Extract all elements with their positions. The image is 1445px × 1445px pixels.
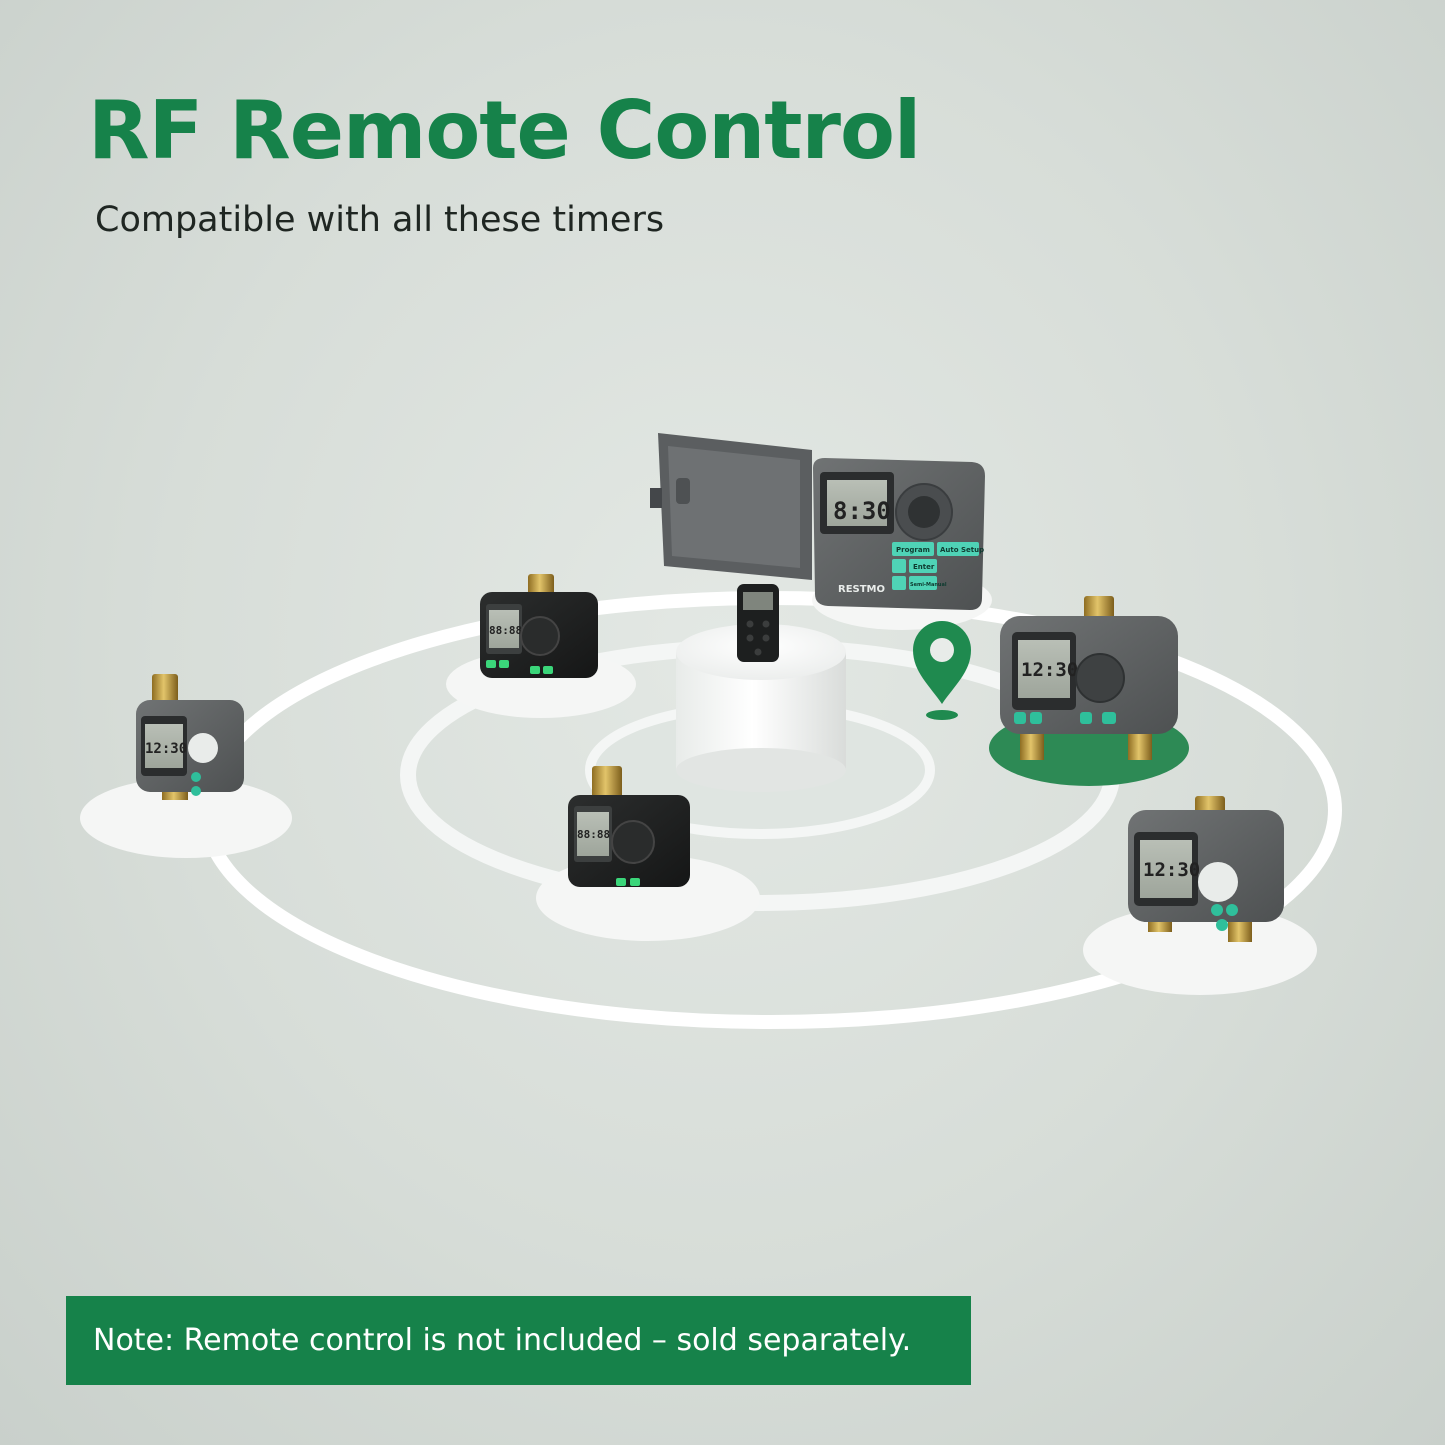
page-subtitle: Compatible with all these timers bbox=[95, 200, 665, 240]
page-title: RF Remote Control bbox=[88, 84, 921, 177]
controller-btn-program: Program bbox=[896, 546, 930, 554]
controller-lcd-time: 8:30 bbox=[833, 497, 891, 525]
timer-center-lcd-time: 88:88 bbox=[577, 828, 610, 841]
location-pin-icon bbox=[913, 621, 971, 720]
timer-right-bottom-gray: 12:30 bbox=[1128, 796, 1284, 942]
timer-right-large-gray: 12:30 bbox=[1000, 596, 1178, 760]
timer-top-left-lcd-time: 88:88 bbox=[489, 624, 522, 637]
timer-right-large-lcd-time: 12:30 bbox=[1021, 659, 1078, 681]
rf-remote-device bbox=[737, 584, 779, 662]
controller-brand: RESTMO bbox=[838, 584, 885, 595]
controller-btn-auto-setup: Auto Setup bbox=[940, 546, 984, 554]
note-text: Note: Remote control is not included – s… bbox=[93, 1323, 912, 1358]
timer-left-lcd-time: 12:30 bbox=[145, 741, 187, 757]
irrigation-controller: 8:30 Program Auto Setup Enter Semi-Manua… bbox=[650, 433, 985, 610]
timer-left-gray: 12:30 bbox=[136, 674, 244, 800]
controller-btn-enter: Enter bbox=[913, 563, 935, 571]
controller-btn-semi-manual: Semi-Manual bbox=[910, 582, 947, 588]
timer-right-bottom-lcd-time: 12:30 bbox=[1143, 859, 1200, 881]
timer-top-left-black: 88:88 bbox=[480, 574, 598, 678]
note-banner: Note: Remote control is not included – s… bbox=[66, 1296, 971, 1385]
timer-center-black: 88:88 bbox=[568, 766, 690, 887]
